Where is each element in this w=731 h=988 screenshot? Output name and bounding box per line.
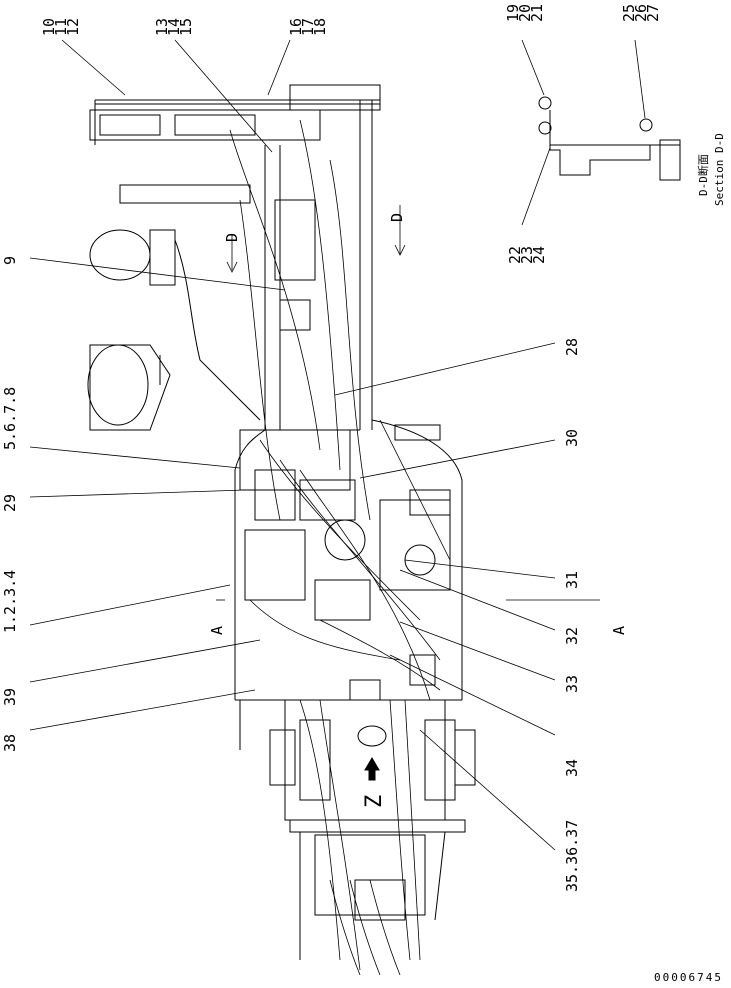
callout-21: 21 (528, 3, 546, 22)
section-mark-a-left: A (208, 625, 226, 635)
document-number: 00006745 (654, 971, 723, 984)
callout-32: 32 (563, 626, 581, 645)
lower-frame (240, 700, 475, 960)
callout-12: 12 (64, 17, 82, 36)
top-assembly (90, 85, 380, 145)
hose-lines (230, 120, 450, 975)
section-title-jp: D-D断面 (697, 154, 710, 196)
callout-27: 27 (644, 3, 662, 22)
section-title-en: Section D-D (713, 133, 726, 206)
callout-29: 29 (1, 493, 19, 512)
view-arrow-icon (365, 758, 379, 780)
section-mark-d-left: D (223, 232, 241, 242)
valve-cluster (240, 200, 450, 700)
callout-30: 30 (563, 428, 581, 447)
callout-15: 15 (177, 17, 195, 36)
section-dd-detail (539, 97, 680, 180)
section-mark-d-right: D (388, 212, 406, 222)
callout-39: 39 (1, 687, 19, 706)
callout-1-2-3-4: 1.2.3.4 (1, 569, 19, 633)
callout-33: 33 (563, 674, 581, 693)
engine-block (88, 185, 260, 430)
leader-lines (30, 40, 645, 850)
callout-34: 34 (563, 758, 581, 777)
callout-9: 9 (1, 255, 19, 265)
view-mark-z: Z (362, 794, 387, 808)
callout-28: 28 (563, 337, 581, 356)
section-mark-a-right: A (610, 625, 628, 635)
callout-38: 38 (1, 733, 19, 752)
main-frame (235, 100, 462, 700)
callout-31: 31 (563, 570, 581, 589)
callout-5-6-7-8: 5.6.7.8 (1, 386, 19, 450)
callout-18: 18 (311, 17, 329, 36)
section-markers (216, 205, 600, 600)
callout-24: 24 (530, 245, 548, 264)
callout-35-36-37: 35.36.37 (563, 819, 581, 892)
